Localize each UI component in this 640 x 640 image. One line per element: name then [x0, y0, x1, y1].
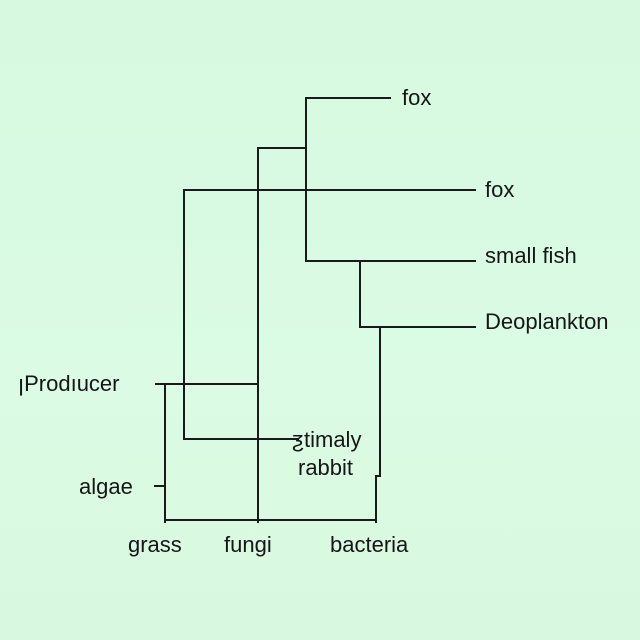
node-algae: algae — [79, 474, 133, 499]
node-labels: fox fox small fish Deoplankton ꞁProdıuce… — [18, 85, 609, 557]
node-grass: grass — [128, 532, 182, 557]
node-fox-mid: fox — [485, 177, 514, 202]
node-fungi: fungi — [224, 532, 272, 557]
node-fox-top: fox — [402, 85, 431, 110]
node-rabbit: rabbit — [298, 455, 353, 480]
node-producer: ꞁProdıucer — [18, 371, 120, 396]
node-bacteria: bacteria — [330, 532, 409, 557]
node-primary: ƺtimaly — [292, 427, 361, 452]
node-small-fish: small fish — [485, 243, 577, 268]
node-zooplankton: Deoplankton — [485, 309, 609, 334]
connector-lines — [154, 97, 476, 523]
